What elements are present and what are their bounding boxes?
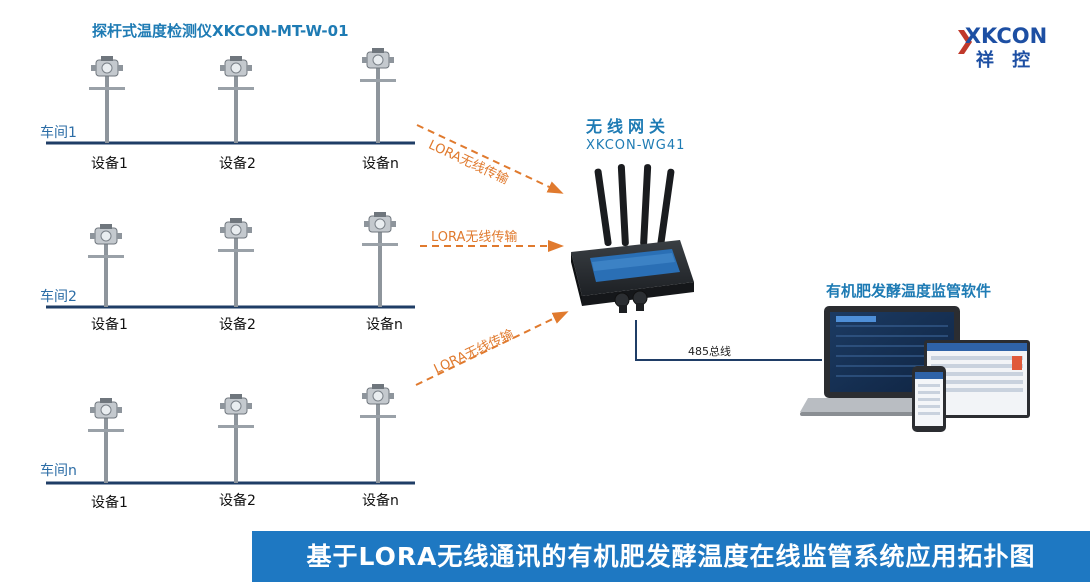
brand-logo: XKCON 祥 控 xyxy=(956,24,1056,74)
temperature-probe-icon xyxy=(89,56,125,143)
device-label: 设备1 xyxy=(91,156,128,172)
temperature-probe-icon xyxy=(362,212,398,307)
device-label: 设备n xyxy=(362,156,399,172)
temperature-probe-icon xyxy=(218,394,254,483)
lora-arrow-1 xyxy=(416,124,564,194)
gateway-title: 无线网关 xyxy=(586,117,671,136)
device-label: 设备n xyxy=(362,493,399,509)
footer-banner-title: 基于LORA无线通讯的有机肥发酵温度在线监管系统应用拓扑图 xyxy=(252,531,1090,582)
probe-model-title: 探杆式温度检测仪XKCON-MT-W-01 xyxy=(92,22,349,40)
gateway-device-icon xyxy=(571,164,694,313)
brand-logo-en: XKCON xyxy=(964,24,1048,48)
workshop-label-2: 车间2 xyxy=(40,289,77,305)
device-label: 设备1 xyxy=(91,317,128,333)
lora-label-2: LORA无线传输 xyxy=(431,230,518,245)
rs485-bus-label: 485总线 xyxy=(688,345,731,358)
temperature-probe-icon xyxy=(218,218,254,307)
monitoring-software-devices-icon xyxy=(800,306,1030,432)
brand-logo-cn: 祥 控 xyxy=(975,50,1037,71)
device-label: 设备2 xyxy=(219,317,256,333)
device-label: 设备2 xyxy=(219,156,256,172)
workshop-label-3: 车间n xyxy=(40,463,77,479)
temperature-probe-icon xyxy=(360,48,396,143)
device-label: 设备n xyxy=(366,317,403,333)
temperature-probe-icon xyxy=(88,398,124,483)
xkcon-logo-mark-icon xyxy=(958,30,972,54)
device-label: 设备1 xyxy=(91,495,128,511)
software-title: 有机肥发酵温度监管软件 xyxy=(826,282,992,300)
temperature-probe-icon xyxy=(360,384,396,483)
gateway-model: XKCON-WG41 xyxy=(586,138,686,153)
lora-arrow-3 xyxy=(415,311,569,386)
temperature-probe-icon xyxy=(218,56,254,143)
device-label: 设备2 xyxy=(219,493,256,509)
rs485-bus-line xyxy=(635,320,822,361)
workshop-label-1: 车间1 xyxy=(40,125,77,141)
temperature-probe-icon xyxy=(88,224,124,307)
